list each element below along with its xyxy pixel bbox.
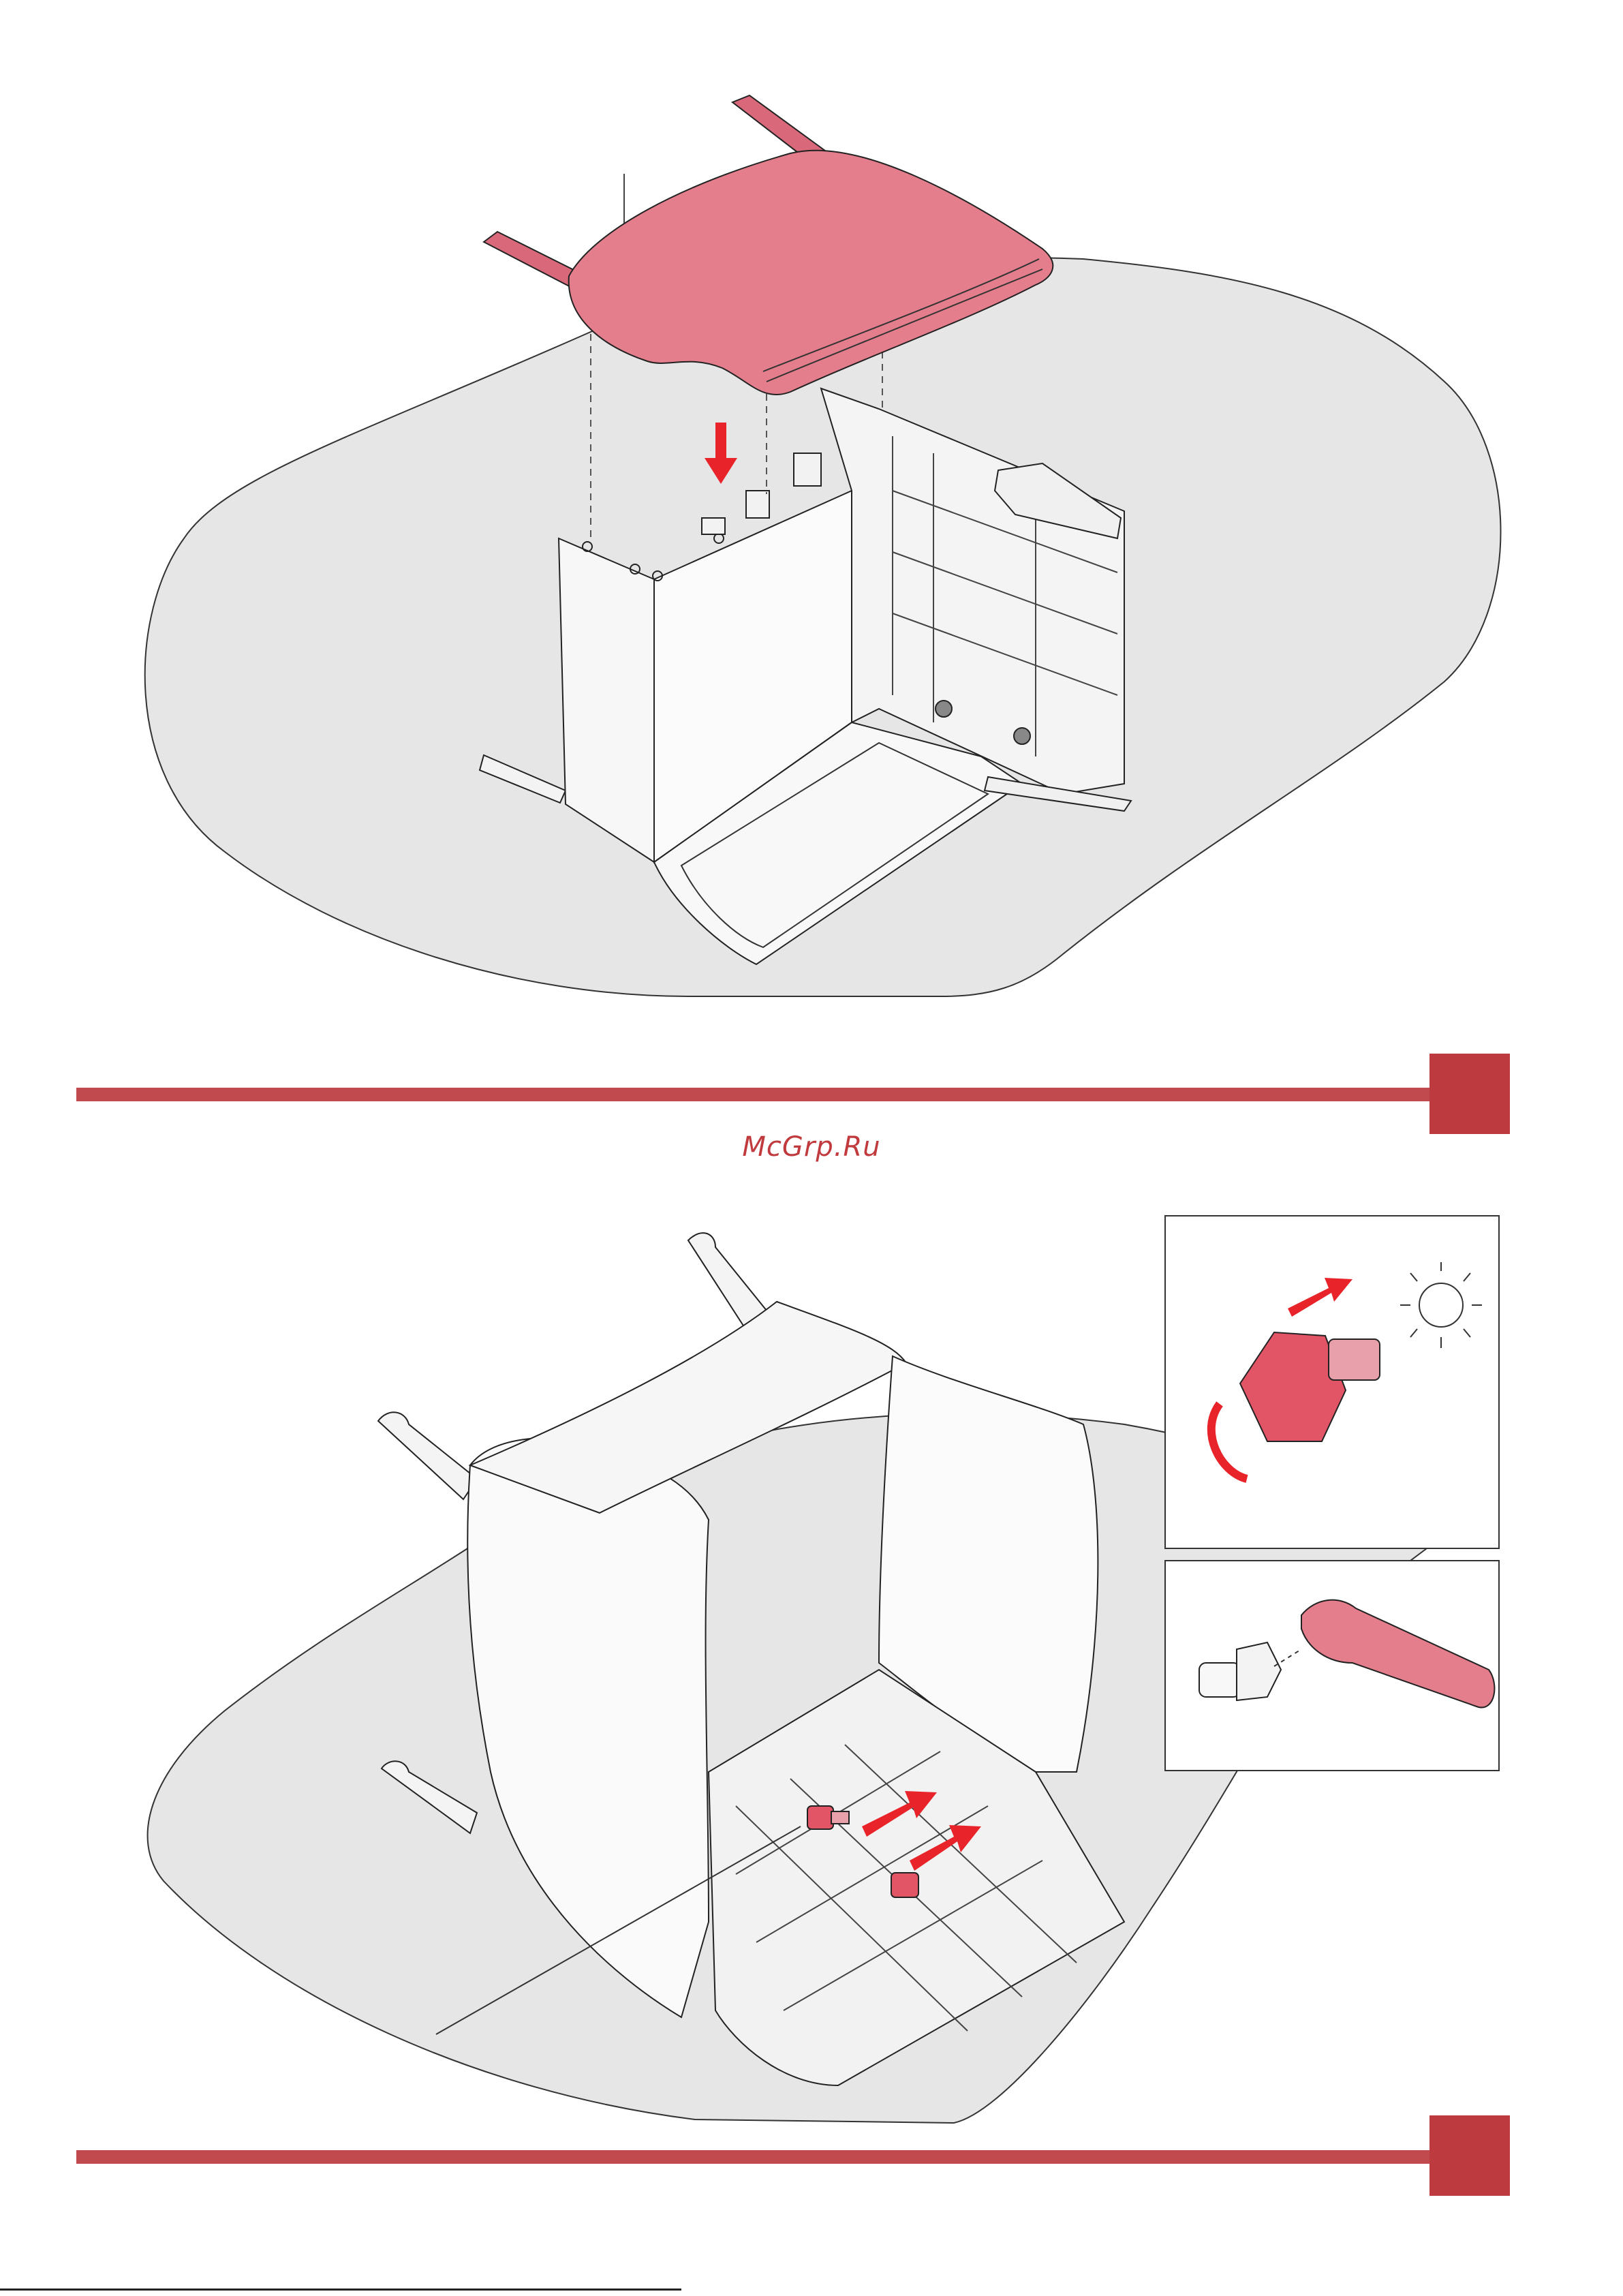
bolt-icon: [891, 1873, 918, 1897]
page-bottom-rule: [0, 2289, 681, 2291]
section-divider: [76, 2150, 1439, 2164]
chair-leg: [378, 1412, 477, 1499]
step-marker: [1429, 2115, 1510, 2196]
